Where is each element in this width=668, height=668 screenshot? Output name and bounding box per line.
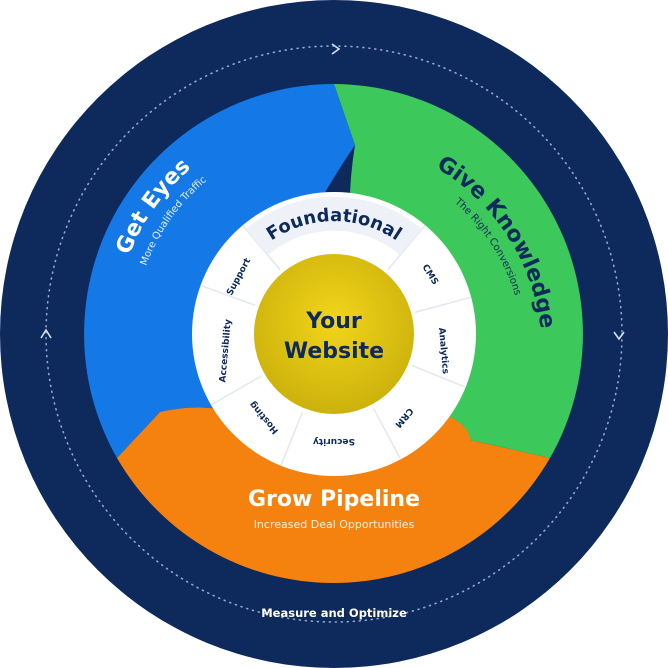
foundational-divider-7 xyxy=(200,284,256,306)
foundational-divider-3 xyxy=(411,364,466,388)
foundational-divider-5 xyxy=(280,411,304,466)
foundational-divider-6 xyxy=(210,375,262,406)
core-circle xyxy=(254,254,414,414)
core-title-line1: Your xyxy=(305,309,362,334)
foundational-divider-4 xyxy=(372,407,402,460)
foundational-item-security: Security xyxy=(313,436,355,446)
core-title-line2: Website xyxy=(284,339,384,364)
foundational-dividers xyxy=(200,224,472,466)
foundational-band xyxy=(246,196,422,255)
loop-arrow-top xyxy=(331,43,341,55)
loop-arrow-right xyxy=(613,331,625,341)
foundational-divider-1 xyxy=(387,224,426,271)
segment-grow-pipeline xyxy=(117,405,550,583)
segment-grow-pipeline-subtitle: Increased Deal Opportunities xyxy=(254,518,415,531)
foundational-item-analytics: Analytics xyxy=(436,327,450,374)
foundational-divider-2 xyxy=(414,296,472,313)
segment-grow-pipeline-title: Grow Pipeline xyxy=(248,487,420,512)
loop-arrow-left xyxy=(40,328,52,339)
foundational-divider-8 xyxy=(242,224,281,271)
measure-optimize-label: Measure and Optimize xyxy=(261,606,407,620)
